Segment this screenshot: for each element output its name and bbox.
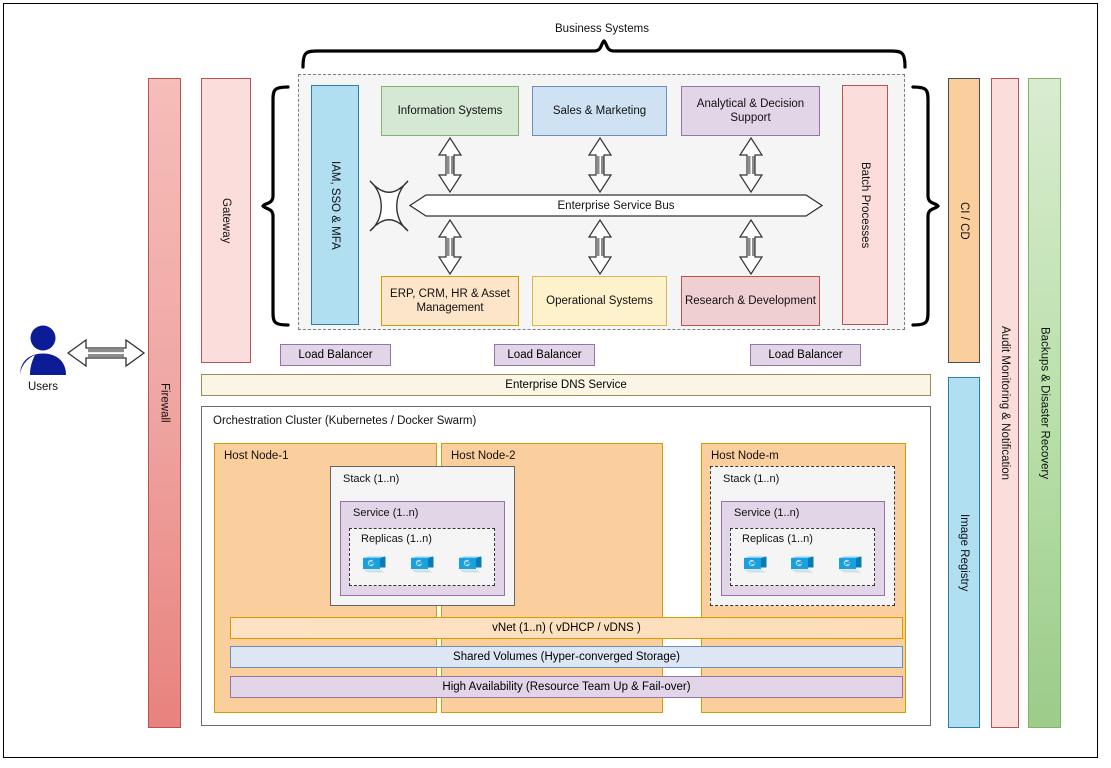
business-box-label: Research & Development xyxy=(684,294,817,307)
pillar-audit-monitoring-label: Audit Monitoring & Notification xyxy=(999,325,1012,481)
pillar-batch-processes[interactable]: Batch Processes xyxy=(842,85,888,325)
stack-label: Stack (1..n) xyxy=(723,473,780,485)
business-box-erp-crm-hr-asset[interactable]: ERP, CRM, HR & Asset Management xyxy=(381,276,519,326)
pillar-audit-monitoring[interactable]: Audit Monitoring & Notification xyxy=(991,78,1019,728)
double-arrow-icon xyxy=(437,218,463,276)
double-arrow-icon xyxy=(738,218,764,276)
pillar-gateway[interactable]: Gateway xyxy=(201,78,251,363)
load-balancer-label: Load Balancer xyxy=(768,348,843,361)
replica-row xyxy=(350,555,494,574)
business-box-analytical-decision-support[interactable]: Analytical & Decision Support xyxy=(681,86,820,136)
enterprise-dns-service-label: Enterprise DNS Service xyxy=(505,378,627,391)
replica-row xyxy=(731,555,874,574)
container-icon xyxy=(839,556,862,573)
diagram-outer-frame xyxy=(3,3,1098,758)
pillar-gateway-label: Gateway xyxy=(220,197,233,244)
orchestration-cluster-label: Orchestration Cluster (Kubernetes / Dock… xyxy=(213,415,477,427)
pillar-backups-disaster-recovery[interactable]: Backups & Disaster Recovery xyxy=(1028,78,1061,728)
load-balancer-label: Load Balancer xyxy=(298,348,373,361)
pillar-ci-cd-label: CI / CD xyxy=(958,201,971,240)
service-label: Service (1..n) xyxy=(734,507,800,519)
pillar-ci-cd[interactable]: CI / CD xyxy=(948,78,980,363)
load-balancer-1[interactable]: Load Balancer xyxy=(280,344,391,366)
vnet-label: vNet (1..n) ( vDHCP / vDNS ) xyxy=(492,621,641,634)
business-box-information-systems[interactable]: Information Systems xyxy=(381,86,519,136)
host-node-label: Host Node-1 xyxy=(224,450,289,462)
users-group: Users xyxy=(12,318,74,398)
business-box-label: ERP, CRM, HR & Asset Management xyxy=(390,287,510,314)
enterprise-dns-service[interactable]: Enterprise DNS Service xyxy=(201,374,931,396)
load-balancer-label: Load Balancer xyxy=(507,348,582,361)
double-arrow-icon xyxy=(66,338,146,368)
host-node-label: Host Node-2 xyxy=(451,450,516,462)
container-icon xyxy=(791,556,814,573)
iam-sso-mfa-label: IAM, SSO & MFA xyxy=(329,160,342,250)
user-icon xyxy=(20,325,66,375)
container-icon xyxy=(411,556,434,573)
container-icon xyxy=(363,556,386,573)
business-box-research-development[interactable]: Research & Development xyxy=(681,276,820,326)
load-balancer-3[interactable]: Load Balancer xyxy=(750,344,861,366)
users-label: Users xyxy=(27,381,59,393)
pillar-batch-processes-label: Batch Processes xyxy=(859,161,872,249)
stack-label: Stack (1..n) xyxy=(343,473,400,485)
business-systems-brace-left xyxy=(261,85,290,327)
replicas-node1[interactable]: Replicas (1..n) xyxy=(349,528,495,586)
business-systems-brace-top xyxy=(301,39,907,69)
burst-star-icon xyxy=(369,180,409,232)
shared-volumes-bar[interactable]: Shared Volumes (Hyper-converged Storage) xyxy=(230,646,903,668)
enterprise-service-bus-arrow[interactable] xyxy=(408,194,824,217)
business-box-sales-marketing[interactable]: Sales & Marketing xyxy=(532,86,667,136)
replicas-label: Replicas (1..n) xyxy=(361,533,432,545)
pillar-backups-disaster-recovery-label: Backups & Disaster Recovery xyxy=(1038,326,1051,480)
container-icon xyxy=(743,556,767,573)
replicas-label: Replicas (1..n) xyxy=(742,533,813,545)
double-arrow-icon xyxy=(738,136,764,194)
service-label: Service (1..n) xyxy=(353,507,419,519)
container-icon xyxy=(459,556,482,573)
shared-volumes-label: Shared Volumes (Hyper-converged Storage) xyxy=(453,650,680,663)
high-availability-bar[interactable]: High Availability (Resource Team Up & Fa… xyxy=(230,676,903,698)
iam-sso-mfa-block[interactable]: IAM, SSO & MFA xyxy=(311,85,359,325)
business-box-label: Sales & Marketing xyxy=(552,104,647,117)
vnet-bar[interactable]: vNet (1..n) ( vDHCP / vDNS ) xyxy=(230,617,903,639)
business-box-operational-systems[interactable]: Operational Systems xyxy=(532,276,667,326)
business-systems-brace-right xyxy=(911,85,940,327)
business-systems-title: Business Systems xyxy=(555,23,649,35)
double-arrow-icon xyxy=(587,218,613,276)
business-box-label: Operational Systems xyxy=(546,294,653,307)
host-node-label: Host Node-m xyxy=(711,450,779,462)
pillar-firewall[interactable]: Firewall xyxy=(148,78,181,728)
replicas-nodem[interactable]: Replicas (1..n) xyxy=(730,528,875,586)
double-arrow-icon xyxy=(587,136,613,194)
pillar-image-registry-label: Image Registry xyxy=(958,513,971,592)
high-availability-label: High Availability (Resource Team Up & Fa… xyxy=(442,680,691,693)
business-box-label: Analytical & Decision Support xyxy=(696,97,805,124)
pillar-image-registry[interactable]: Image Registry xyxy=(948,377,980,728)
pillar-firewall-label: Firewall xyxy=(158,383,171,423)
business-box-label: Information Systems xyxy=(397,104,503,117)
double-arrow-icon xyxy=(437,136,463,194)
load-balancer-2[interactable]: Load Balancer xyxy=(494,344,595,366)
